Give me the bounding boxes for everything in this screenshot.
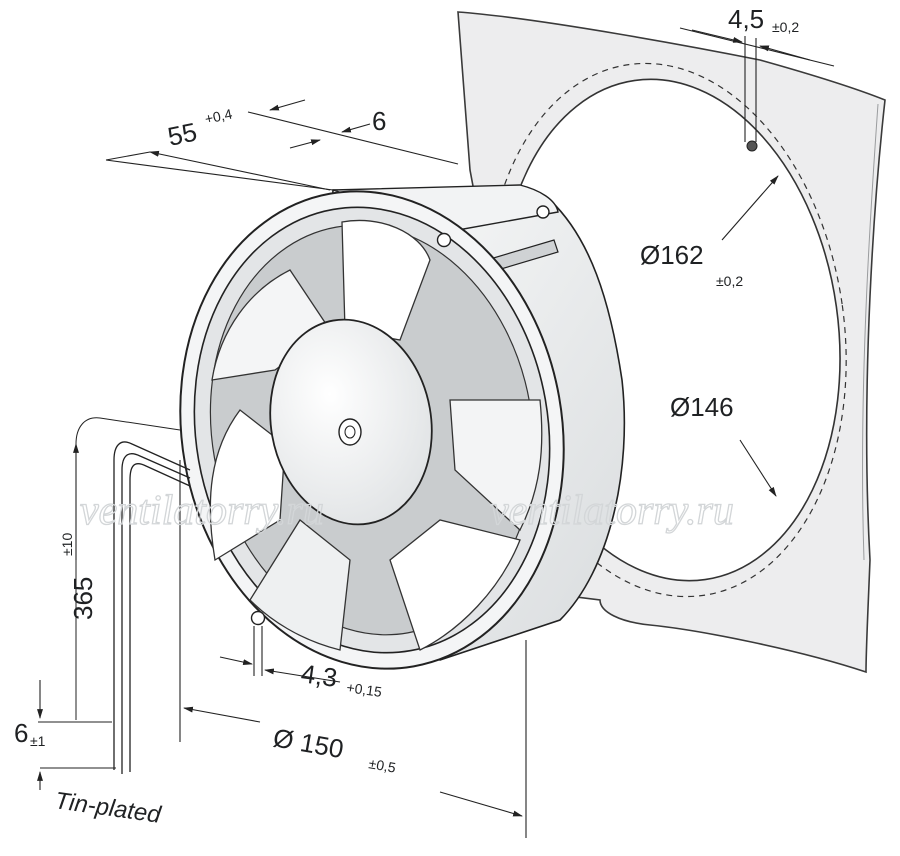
- dim-strip-length: 6 ±1: [14, 718, 46, 749]
- svg-text:±0,2: ±0,2: [716, 273, 743, 289]
- svg-text:6: 6: [14, 718, 28, 748]
- lead-wires: [113, 441, 191, 774]
- svg-text:55: 55: [165, 117, 200, 152]
- dimension-lines: [37, 27, 835, 838]
- svg-text:Ø162: Ø162: [640, 240, 704, 270]
- svg-text:6: 6: [372, 106, 386, 136]
- svg-text:Ø 150: Ø 150: [271, 722, 346, 764]
- svg-text:+0,15: +0,15: [346, 679, 384, 700]
- svg-text:Ø146: Ø146: [670, 392, 734, 422]
- svg-text:+0,4: +0,4: [203, 105, 234, 126]
- dim-hole-circle: Ø162 ±0,2: [640, 240, 743, 289]
- dim-slot-width: 4,5 ±0,2: [728, 4, 799, 35]
- svg-text:±0,2: ±0,2: [772, 19, 799, 35]
- watermark-left: ventilatorry.ru: [80, 488, 324, 534]
- svg-text:±1: ±1: [30, 733, 46, 749]
- svg-text:±10: ±10: [59, 533, 75, 556]
- dim-mount-hole: 4,3 +0,15: [299, 658, 383, 700]
- dim-diameter: Ø 150 ±0,5: [271, 722, 397, 775]
- dim-flange: 6: [372, 106, 386, 136]
- svg-text:±0,5: ±0,5: [367, 755, 397, 776]
- dim-lead-length: 365 ±10: [59, 533, 98, 620]
- lead-length-extent: [75, 417, 181, 720]
- svg-text:365: 365: [68, 577, 98, 620]
- wire-finish-note: Tin-plated: [53, 787, 163, 829]
- fan-hub: [269, 318, 433, 526]
- svg-text:4,5: 4,5: [728, 4, 764, 34]
- svg-text:4,3: 4,3: [299, 658, 339, 693]
- dim-depth: 55 +0,4: [165, 105, 234, 151]
- dim-cutout: Ø146: [670, 392, 734, 422]
- fan-blades: [209, 219, 543, 651]
- watermark-right: ventilatorry.ru: [490, 488, 734, 534]
